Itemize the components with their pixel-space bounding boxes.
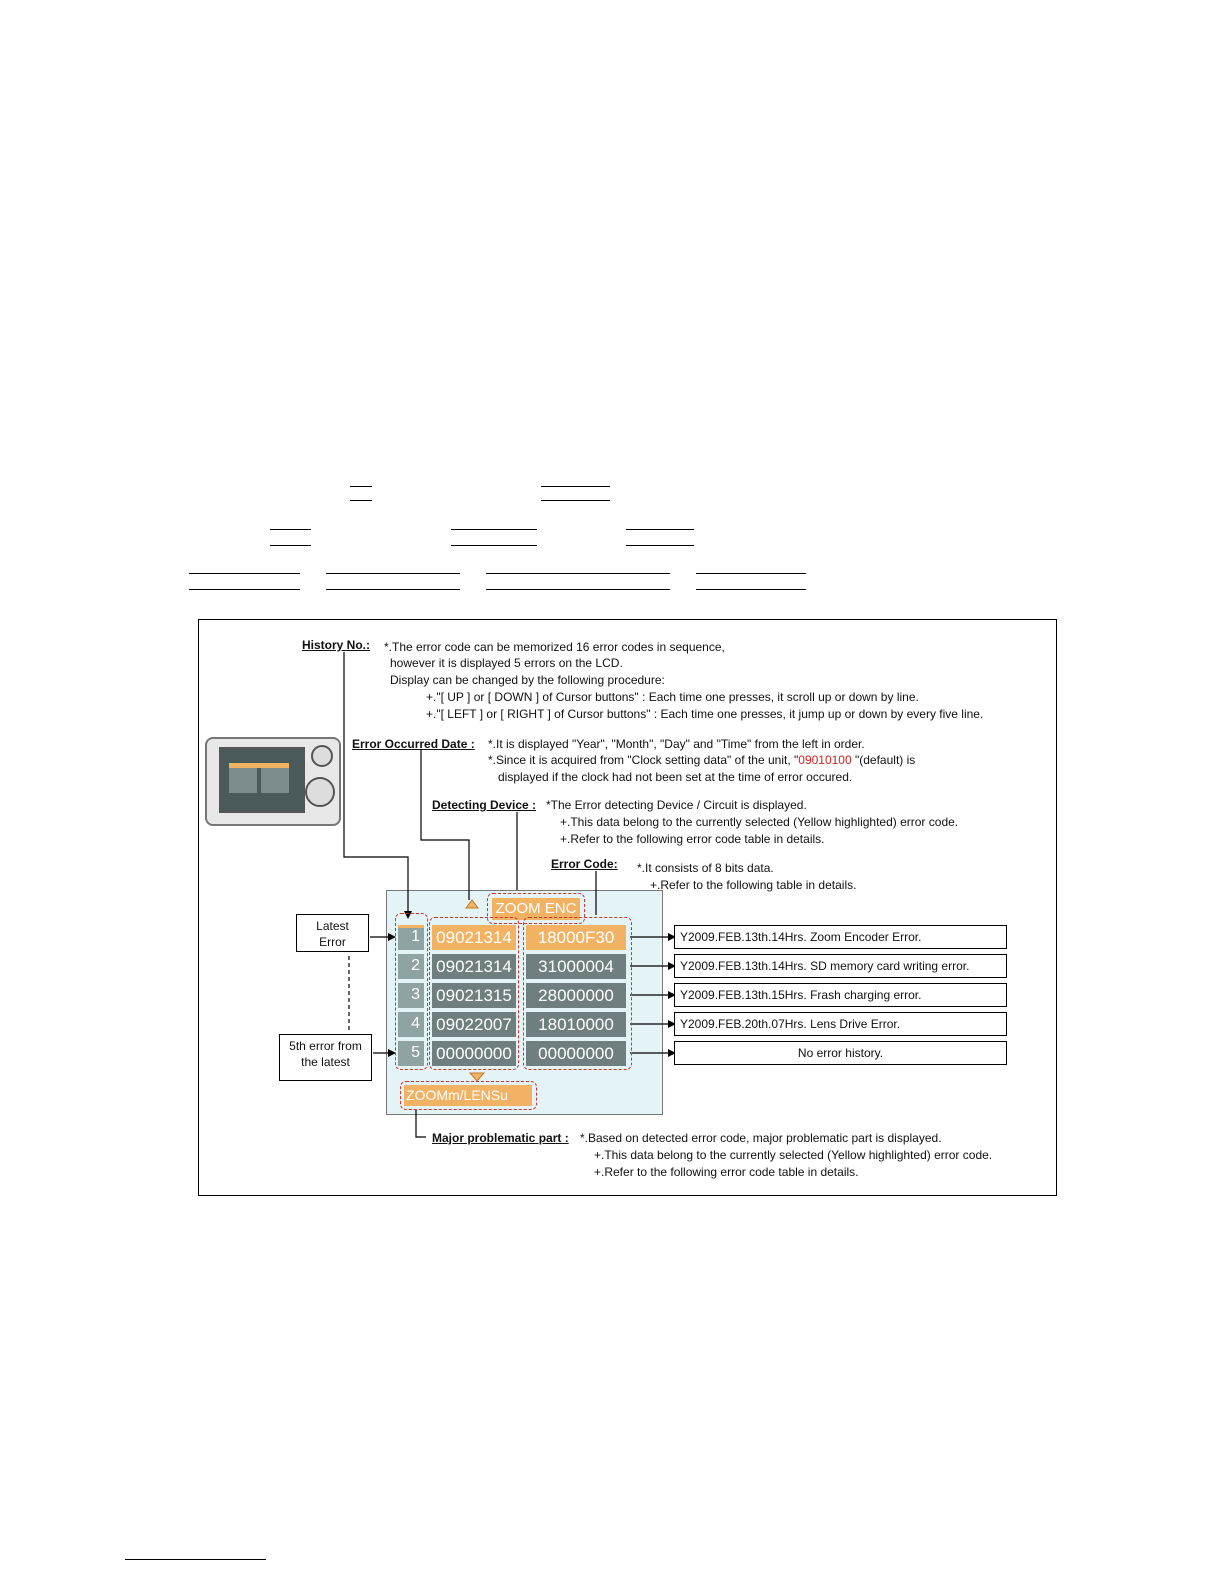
fifth-error-label: 5th error from the latest	[279, 1034, 372, 1081]
device-label-outline	[487, 893, 585, 924]
device-heading: Detecting Device :	[432, 798, 537, 812]
major-line-2: +.This data belong to the currently sele…	[594, 1148, 993, 1162]
camera-dial-icon	[311, 745, 333, 767]
error-code: 28000000	[526, 983, 626, 1008]
error-code: 18000F30	[526, 925, 626, 950]
history-number: 5	[398, 1041, 424, 1066]
history-number: 4	[398, 1012, 424, 1037]
error-description: Y2009.FEB.13th.15Hrs. Frash charging err…	[674, 983, 1007, 1007]
error-description: Y2009.FEB.13th.14Hrs. Zoom Encoder Error…	[674, 925, 1007, 949]
code-line-1: *.It consists of 8 bits data.	[637, 861, 774, 875]
error-code: 31000004	[526, 954, 626, 979]
device-line-2: +.This data belong to the currently sele…	[560, 815, 959, 829]
history-number: 2	[398, 954, 424, 979]
history-line-1: *.The error code can be memorized 16 err…	[384, 640, 725, 654]
error-date: 09021314	[432, 954, 516, 979]
error-code: 00000000	[526, 1041, 626, 1066]
history-line-4: +."[ UP ] or [ DOWN ] of Cursor buttons"…	[426, 690, 919, 704]
device-label: ZOOM ENC	[492, 898, 580, 920]
latest-label-line-2: Error	[319, 935, 346, 949]
date-column-outline	[429, 917, 519, 1070]
error-date: 00000000	[432, 1041, 516, 1066]
error-description: No error history.	[674, 1041, 1007, 1065]
problematic-part-label: ZOOMm/LENSu	[404, 1085, 532, 1106]
date-line-2: *.Since it is acquired from "Clock setti…	[488, 753, 915, 767]
code-column-outline	[523, 917, 632, 1070]
history-number-outline	[395, 913, 428, 1070]
fifth-label-line-2: the latest	[301, 1055, 350, 1069]
camera-dpad-icon	[305, 777, 335, 807]
error-date: 09021315	[432, 983, 516, 1008]
history-line-2: however it is displayed 5 errors on the …	[390, 656, 623, 670]
history-number: 1	[398, 925, 424, 950]
error-date: 09022007	[432, 1012, 516, 1037]
code-line-2: +.Refer to the following table in detail…	[650, 878, 857, 892]
history-heading: History No.:	[302, 638, 371, 652]
date-line-3: displayed if the clock had not been set …	[498, 770, 853, 784]
code-heading: Error Code:	[551, 857, 618, 871]
part-label-outline	[400, 1081, 537, 1110]
date-heading: Error Occurred Date :	[352, 737, 475, 751]
date-line-2-pre: *.Since it is acquired from "Clock setti…	[488, 753, 799, 767]
major-line-3: +.Refer to the following error code tabl…	[594, 1165, 859, 1179]
major-line-1: *.Based on detected error code, major pr…	[580, 1131, 942, 1145]
device-line-1: *The Error detecting Device / Circuit is…	[546, 798, 807, 812]
major-heading: Major problematic part :	[432, 1131, 569, 1145]
history-line-3: Display can be changed by the following …	[390, 673, 665, 687]
device-line-3: +.Refer to the following error code tabl…	[560, 832, 825, 846]
error-description: Y2009.FEB.13th.14Hrs. SD memory card wri…	[674, 954, 1007, 978]
error-description: Y2009.FEB.20th.07Hrs. Lens Drive Error.	[674, 1012, 1007, 1036]
latest-label-line-1: Latest	[316, 919, 349, 933]
date-line-1: *.It is displayed "Year", "Month", "Day"…	[488, 737, 865, 751]
camera-screen	[219, 747, 305, 813]
history-number: 3	[398, 983, 424, 1008]
fifth-label-line-1: 5th error from	[289, 1039, 362, 1053]
history-line-5: +."[ LEFT ] or [ RIGHT ] of Cursor butto…	[426, 707, 984, 721]
error-date: 09021314	[432, 925, 516, 950]
camera-illustration	[205, 737, 341, 826]
date-line-2-post: "(default) is	[851, 753, 916, 767]
default-date-value: 09010100	[798, 753, 852, 767]
error-code: 18010000	[526, 1012, 626, 1037]
latest-error-label: Latest Error	[296, 914, 369, 952]
